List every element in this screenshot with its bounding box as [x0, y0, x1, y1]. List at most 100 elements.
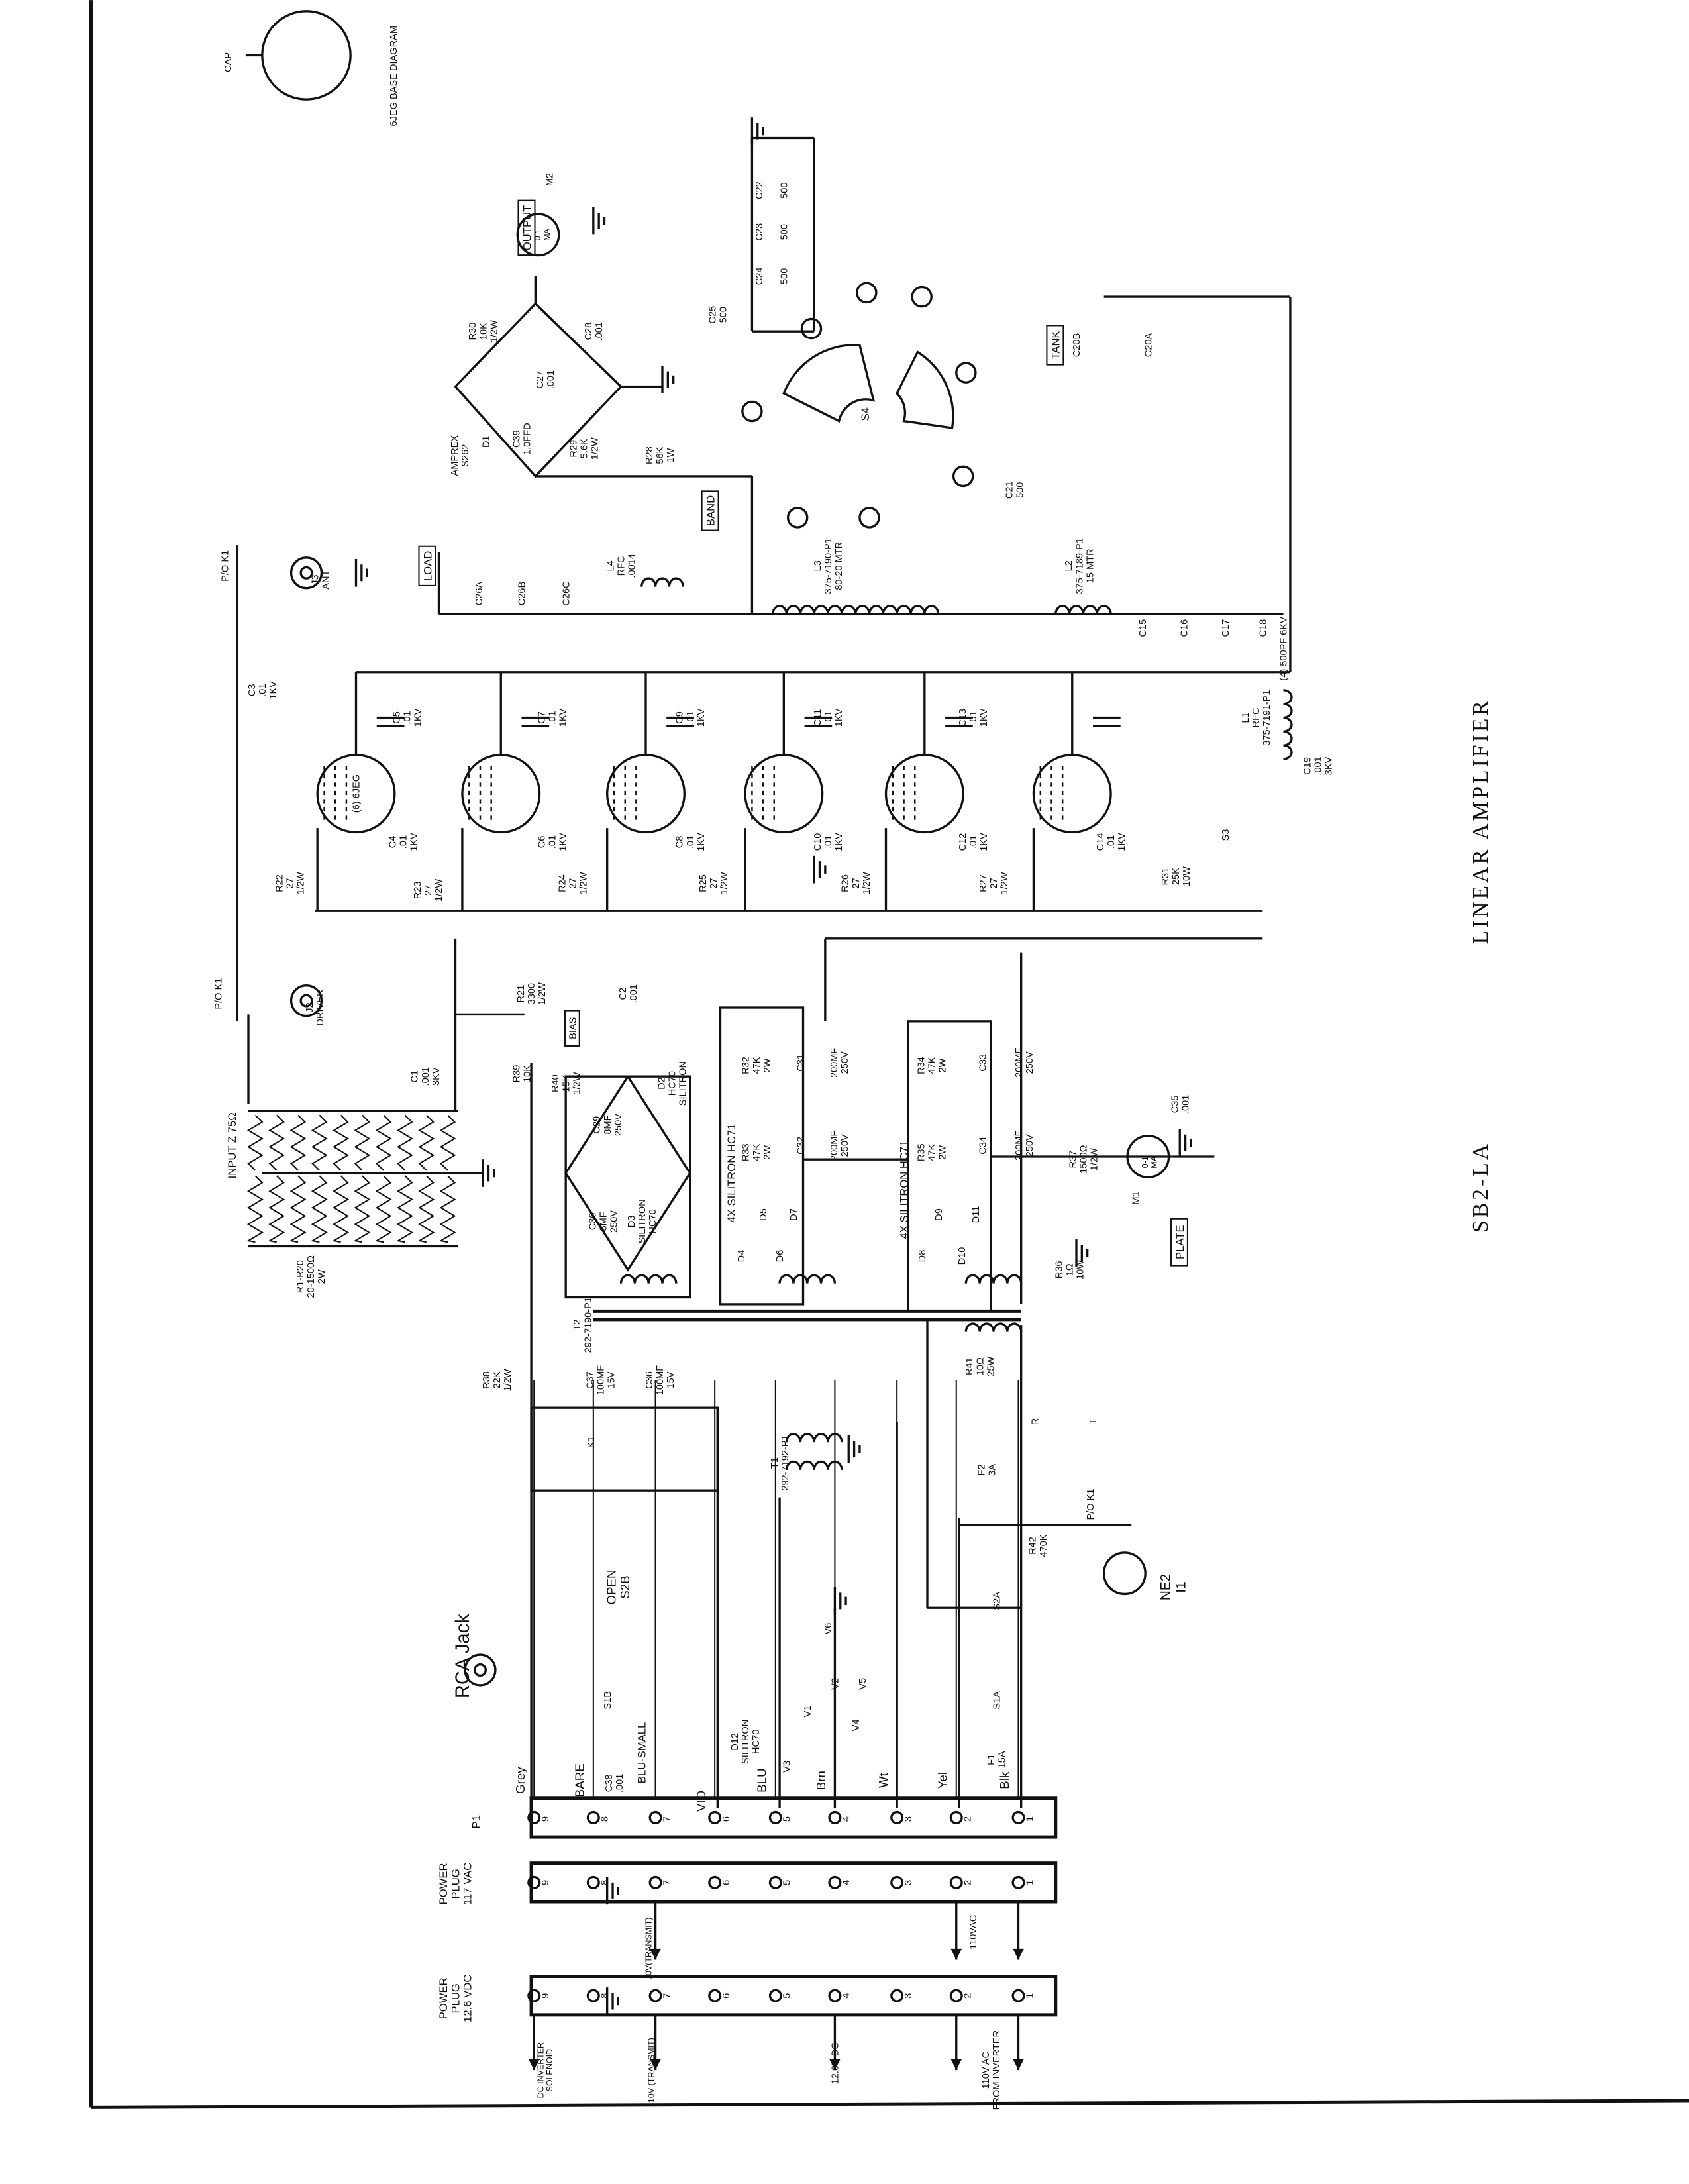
- sheet-border-bottom: [91, 2101, 1689, 2107]
- plug126-pin-number: 2: [963, 1993, 974, 1999]
- ground-icon: [1180, 1129, 1191, 1157]
- label-load-box: LOAD: [422, 551, 435, 581]
- power-plug-126-pin: [892, 1990, 903, 2001]
- label-tubes: (6) 6JEG: [352, 774, 362, 813]
- ground-icon: [483, 1159, 494, 1187]
- ground-icon: [356, 559, 368, 587]
- wire-color-label: Brn: [814, 1771, 828, 1790]
- p1-pin-number: 8: [600, 1816, 611, 1822]
- label-c11: C11.011KV: [813, 708, 844, 727]
- band-switch-contact: [912, 287, 931, 307]
- label-p1: P1: [470, 1815, 483, 1828]
- label-r41: R4110Ω25W: [964, 1356, 996, 1376]
- plug117-pin-number: 9: [540, 1880, 551, 1885]
- power-plug-126-pin: [1013, 1990, 1024, 2001]
- label-c23: C23: [754, 223, 765, 241]
- wire-color-label: BLU-SMALL: [636, 1722, 648, 1784]
- label-c20a: C20A: [1143, 333, 1154, 357]
- p1-pin: [892, 1812, 903, 1824]
- label-c6: C6.011KV: [537, 833, 568, 851]
- label-c15-18: (4) 500PF 6KV: [1279, 617, 1290, 681]
- arrow-icon: [950, 1949, 962, 1960]
- power-plug-117-pin: [709, 1877, 721, 1889]
- resistor: [398, 1116, 412, 1170]
- power-plug-126-pin: [770, 1990, 782, 2001]
- ground-icon: [662, 366, 674, 393]
- label-c9: C9.011KV: [675, 708, 707, 727]
- label-c26a: C26A: [474, 581, 485, 605]
- label-c10: C10.011KV: [813, 833, 844, 851]
- label-s1b: S1B: [603, 1691, 613, 1710]
- plug126-pin-number: 4: [841, 1993, 852, 1999]
- t2-primary: [621, 1275, 676, 1284]
- label-c19: C19.0013KV: [1303, 756, 1335, 775]
- resistor: [355, 1176, 369, 1242]
- arrow-icon: [1013, 1949, 1024, 1960]
- label-tank-box: TANK: [1050, 331, 1062, 359]
- band-switch-contact: [788, 508, 807, 527]
- label-cap: CAP: [223, 52, 234, 72]
- plug117-pin-number: 7: [662, 1880, 672, 1885]
- label-k1: K1: [586, 1436, 597, 1448]
- label-s2b: OPENS2B: [605, 1569, 633, 1604]
- label-v6: V6: [823, 1623, 834, 1635]
- resistor: [291, 1116, 305, 1170]
- wire-color-label: VIO: [694, 1791, 708, 1812]
- plug117-pin-number: 4: [841, 1880, 852, 1885]
- power-plug-117-pin: [588, 1877, 599, 1889]
- label-v4: V4: [851, 1719, 862, 1731]
- label-r42: R42470K: [1028, 1534, 1049, 1557]
- label-bias-box: BIAS: [568, 1017, 579, 1039]
- resistor: [398, 1176, 412, 1242]
- label-l2: L2375-7189-P115 MTR: [1064, 538, 1096, 594]
- power-plug-126-pin: [650, 1990, 661, 2001]
- plug126-pin-number: 8: [600, 1993, 611, 1999]
- ground-icon: [593, 207, 605, 235]
- label-r31: R3125K10W: [1160, 866, 1192, 886]
- p1-pin: [950, 1812, 962, 1824]
- band-switch-contact: [956, 363, 976, 382]
- p1-pin-number: 1: [1025, 1816, 1035, 1822]
- ground-icon: [848, 1435, 860, 1463]
- label-v3: V3: [782, 1761, 793, 1773]
- resistor: [270, 1116, 283, 1170]
- label-c32: C32: [795, 1137, 806, 1155]
- wire-color-label: Grey: [513, 1767, 527, 1794]
- bias-bridge: [566, 1076, 690, 1270]
- label-c37: C37100MF15V: [585, 1365, 617, 1395]
- label-c30: C308MF250V: [588, 1210, 619, 1233]
- label-c28: C28.001: [584, 322, 605, 340]
- label-c5: C5.011KV: [392, 708, 424, 727]
- label-v10-b: 10V (TRANSMIT): [647, 2038, 656, 2103]
- label-r39: R3910K: [512, 1065, 533, 1083]
- l2-coil: [1056, 606, 1111, 615]
- label-amprex: AMPREXS262: [450, 435, 471, 476]
- plug117-pin-number: 1: [1025, 1880, 1035, 1885]
- label-r26: R26271/2W: [841, 872, 872, 894]
- wire-color-label: Wt: [876, 1772, 890, 1788]
- label-d11: D11: [971, 1206, 982, 1223]
- label-d12: D12SILITRONHC70: [730, 1720, 762, 1764]
- label-c34v: 200MF250V: [1014, 1131, 1035, 1161]
- p1-pin: [829, 1812, 841, 1824]
- label-band-box: BAND: [705, 495, 717, 526]
- label-c16: C16: [1180, 619, 1190, 637]
- band-switch-contact: [742, 401, 762, 421]
- label-rca: RCA Jack: [452, 1614, 474, 1698]
- plug126-pin-number: 1: [1025, 1993, 1035, 1999]
- label-r37: R371500Ω1/2W: [1068, 1145, 1100, 1173]
- resistor: [441, 1116, 455, 1170]
- label-c38: C38.001: [604, 1774, 625, 1793]
- resistor: [355, 1116, 369, 1170]
- wire-color-label: BARE: [573, 1763, 587, 1797]
- p1-pin: [588, 1812, 599, 1824]
- label-m1: 0-1MA: [1141, 1155, 1159, 1168]
- label-c31v: 200MF250V: [829, 1048, 850, 1078]
- label-m2: 0-1MA: [533, 228, 552, 240]
- resistor: [313, 1176, 327, 1242]
- plug126-pin-number: 3: [903, 1993, 914, 1999]
- label-c20b: C20B: [1072, 333, 1082, 357]
- label-s1a: S1A: [992, 1691, 1002, 1710]
- label-r38: R3822K1/2W: [482, 1369, 513, 1391]
